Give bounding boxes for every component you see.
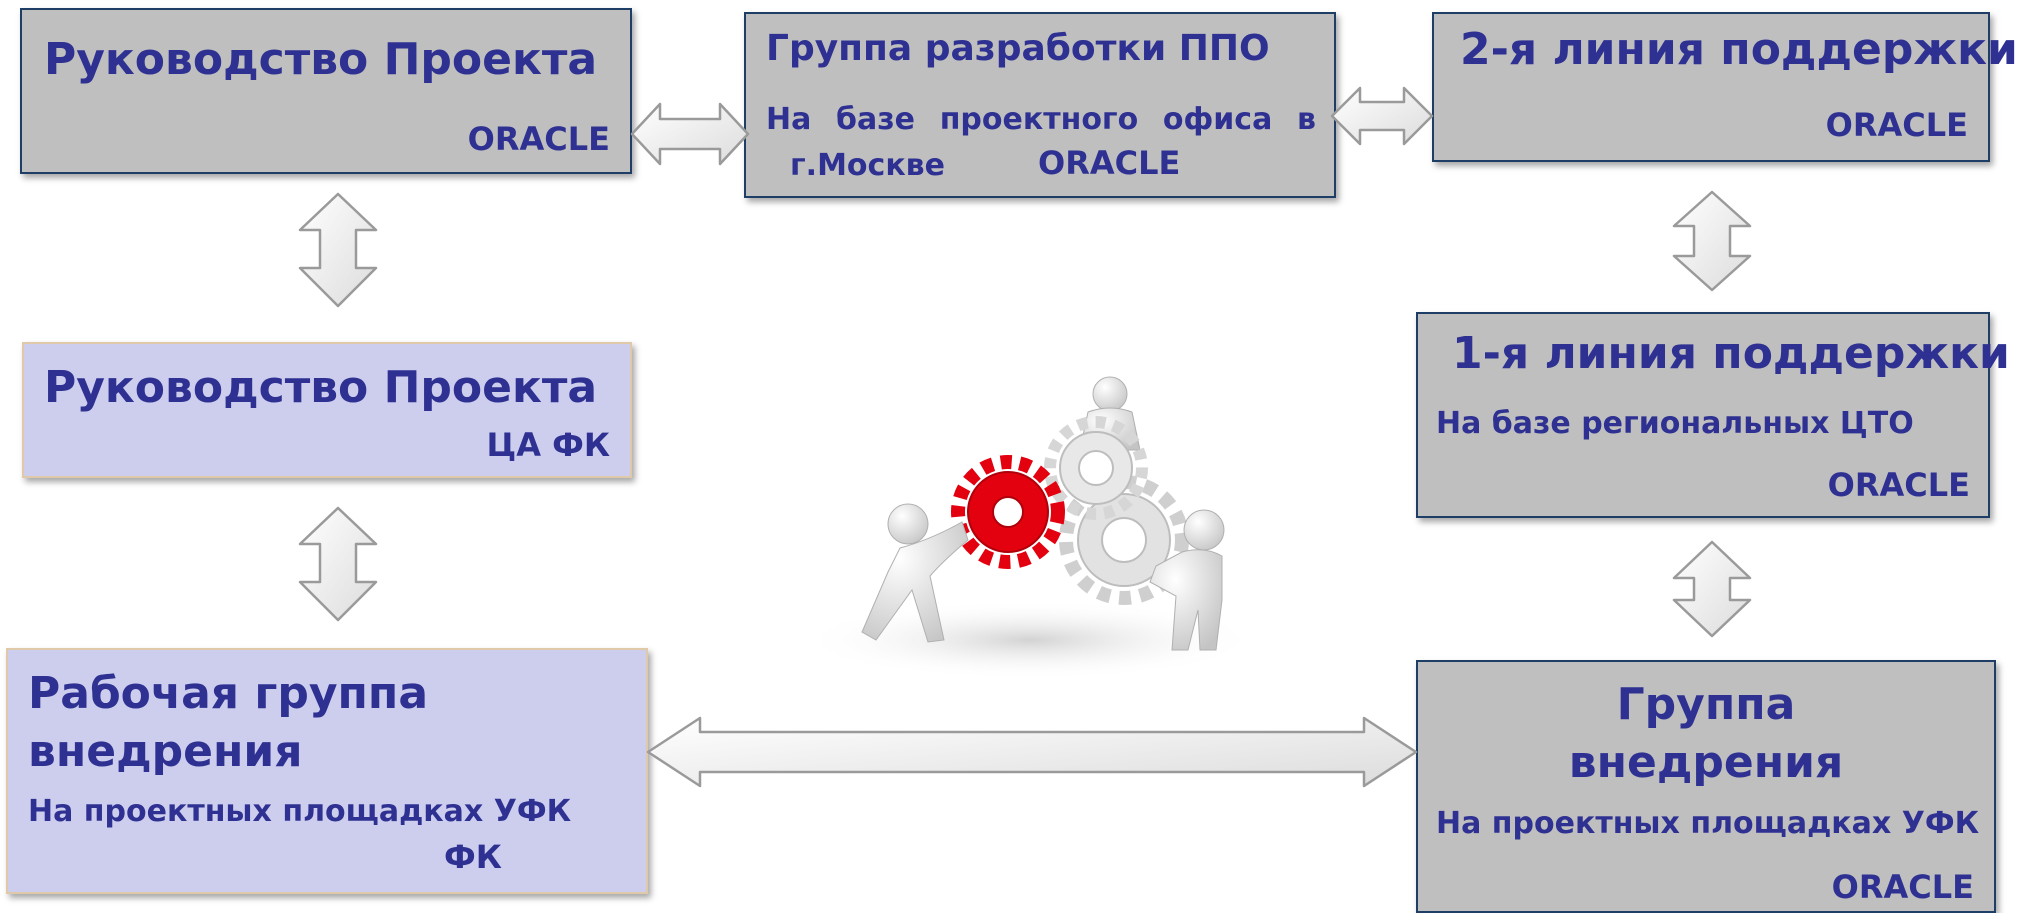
box-org: ФК: [444, 838, 502, 876]
double-arrow-vertical: [1672, 190, 1752, 292]
desc-word: в: [1297, 102, 1316, 137]
box-org: ORACLE: [1825, 106, 1968, 144]
box-title-line1: Группа: [1616, 679, 1796, 730]
box-second-line-support: 2-я линия поддержки ORACLE: [1432, 12, 2018, 162]
double-arrow-vertical: [1672, 540, 1752, 638]
box-title-line2: внедрения: [1568, 737, 1844, 788]
double-arrow-horizontal: [630, 102, 750, 166]
desc-word: базе: [836, 102, 916, 137]
box-title: Группа внедрения: [1418, 676, 1994, 792]
desc-word: проектного: [939, 102, 1139, 137]
teamwork-gears-illustration: [800, 376, 1260, 680]
box-org: ORACLE: [1038, 144, 1181, 182]
box-desc: На проектных площадках УФК: [28, 794, 572, 829]
double-arrow-vertical: [298, 506, 378, 622]
box-org: ORACLE: [1827, 466, 1970, 504]
person-figure-icon: [861, 503, 969, 643]
box-title: 2-я линия поддержки: [1460, 24, 2018, 75]
double-arrow-vertical: [298, 192, 378, 308]
box-project-management-ca-fk: Руководство Проекта ЦА ФК: [22, 342, 632, 478]
double-arrow-horizontal: [1330, 86, 1434, 146]
box-title: 1-я линия поддержки: [1452, 328, 2010, 379]
box-implementation-working-group: Рабочая группа внедрения На проектных пл…: [6, 648, 648, 894]
box-org: ЦА ФК: [486, 426, 610, 464]
box-desc: На базе региональных ЦТО: [1436, 406, 1914, 441]
gear-red-icon: [951, 455, 1065, 569]
box-desc: На проектных площадках УФК: [1436, 806, 1980, 841]
box-desc-city: г.Москве: [790, 148, 946, 183]
person-figure-icon: [1149, 509, 1225, 651]
box-org: ORACLE: [1831, 868, 1974, 906]
box-org: ORACLE: [467, 120, 610, 158]
box-first-line-support: 1-я линия поддержки На базе региональных…: [1416, 312, 2010, 518]
box-project-management-oracle: Руководство Проекта ORACLE: [20, 8, 632, 174]
box-ppo-dev-group: Группа разработки ППО На базе проектного…: [744, 12, 1336, 198]
gear-gray-icon: [1044, 416, 1148, 520]
box-title-line2: внедрения: [28, 726, 303, 777]
box-title-line1: Рабочая группа: [28, 668, 429, 719]
double-arrow-horizontal-long: [646, 716, 1418, 788]
box-title: Руководство Проекта: [44, 34, 598, 85]
box-title: Руководство Проекта: [44, 362, 598, 413]
gear-gray-icon: [1059, 475, 1189, 605]
desc-word: офиса: [1162, 102, 1273, 137]
box-title: Группа разработки ППО: [766, 28, 1270, 69]
box-desc-line1: На базе проектного офиса в: [766, 102, 1316, 137]
desc-word: На: [766, 102, 812, 137]
box-implementation-group: Группа внедрения На проектных площадках …: [1416, 660, 1996, 913]
